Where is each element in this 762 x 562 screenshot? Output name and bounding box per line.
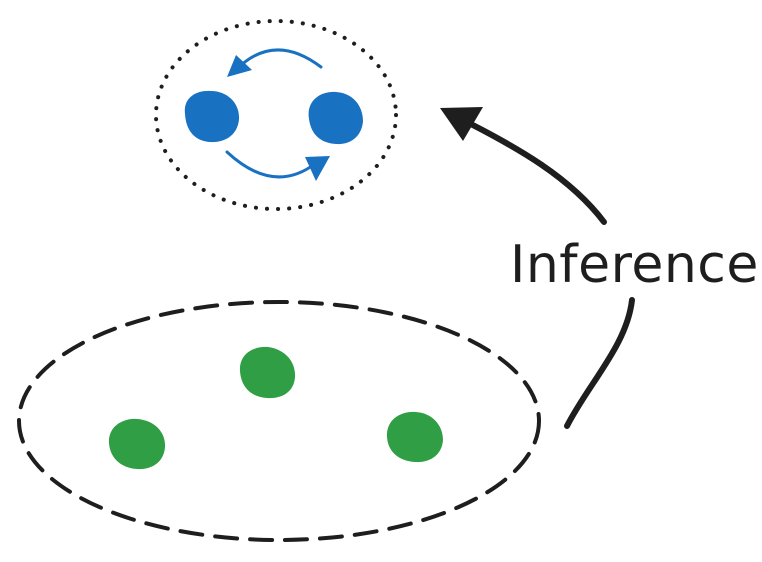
blue-cycle-arrow-bottom	[225, 150, 318, 179]
blue-cycle-arrowhead-top	[227, 55, 252, 77]
green-node-top	[239, 346, 296, 399]
inference-arrow-shaft-upper	[464, 119, 607, 225]
blue-cycle-arrowhead-bottom	[305, 156, 330, 181]
inference-arrowhead	[440, 107, 483, 141]
green-node-left	[108, 418, 166, 470]
green-node-right	[386, 411, 443, 463]
inference-arrow	[440, 107, 635, 429]
bottom-group	[17, 300, 541, 542]
inference-arrow-shaft-lower	[564, 297, 635, 429]
top-group-dotted-boundary	[154, 19, 398, 211]
top-group	[154, 19, 398, 211]
blue-node-right	[308, 91, 363, 145]
blue-cycle-arrow-top	[238, 48, 323, 69]
blue-node-left	[184, 90, 240, 143]
bottom-group-dashed-boundary	[17, 300, 541, 542]
inference-label: Inference	[510, 235, 759, 295]
